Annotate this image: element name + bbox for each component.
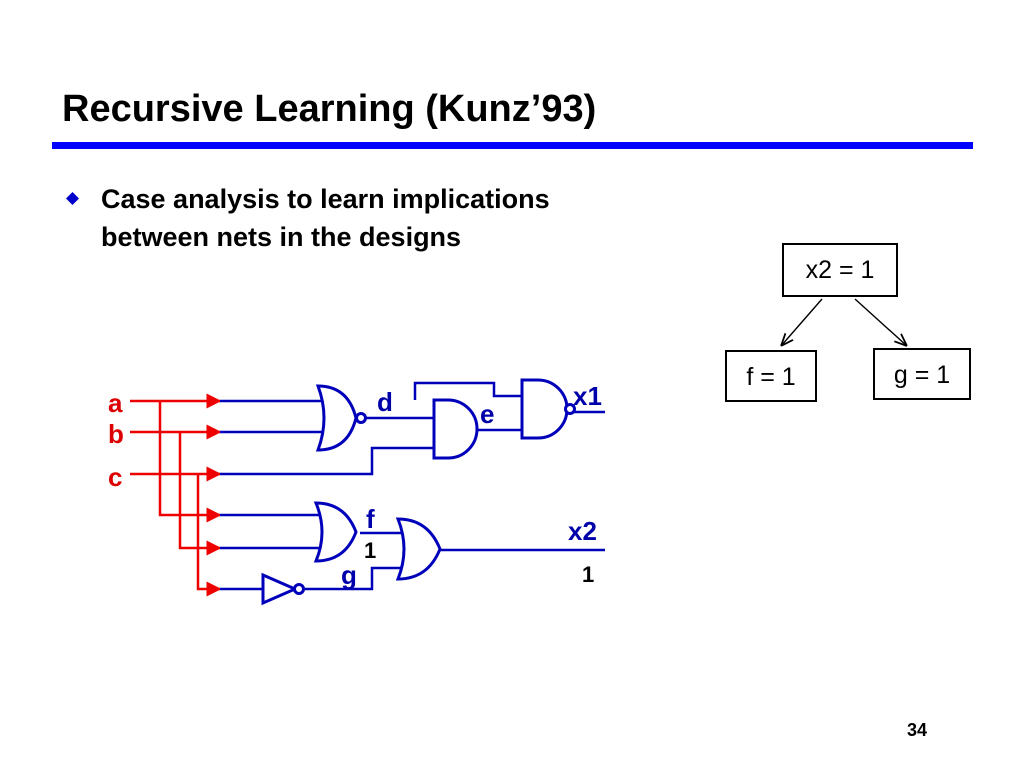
net-wires [220, 381, 605, 591]
output-label-x2: x2 [568, 516, 597, 546]
or-gate-x2 [395, 517, 442, 581]
value-x2: 1 [582, 562, 594, 587]
tree-right-label: g = 1 [893, 361, 951, 389]
or-gate-f [313, 501, 358, 563]
nor-gate-d [315, 384, 367, 452]
tree-left-node: f = 1 [725, 350, 817, 402]
page-number: 34 [907, 720, 928, 740]
title-rule [52, 142, 973, 149]
bullet-text: Case analysis to learn implications betw… [101, 180, 661, 256]
net-label-f: f [366, 504, 375, 534]
tree-edges [781, 298, 907, 346]
output-label-x1: x1 [573, 381, 602, 411]
nand-gate-x1 [520, 378, 576, 440]
net-label-g: g [341, 560, 357, 590]
bullet-line-2: between nets in the designs [101, 222, 462, 252]
net-label-e: e [480, 399, 494, 429]
tree-left-label: f = 1 [746, 363, 796, 391]
inverter-g [261, 572, 305, 606]
value-f: 1 [364, 538, 376, 563]
diamond-bullet-icon [66, 192, 79, 205]
tree-right-node: g = 1 [873, 348, 971, 400]
page-title: Recursive Learning (Kunz’93) [62, 88, 597, 130]
and-gate-e [432, 398, 479, 460]
input-label-a: a [108, 388, 123, 418]
input-fanout-wires [130, 393, 222, 597]
net-label-d: d [377, 387, 393, 417]
input-label-c: c [108, 462, 122, 492]
tree-root-node: x2 = 1 [782, 243, 898, 297]
input-label-b: b [108, 419, 124, 449]
bullet-line-1: Case analysis to learn implications [101, 184, 550, 214]
tree-root-label: x2 = 1 [805, 256, 875, 284]
